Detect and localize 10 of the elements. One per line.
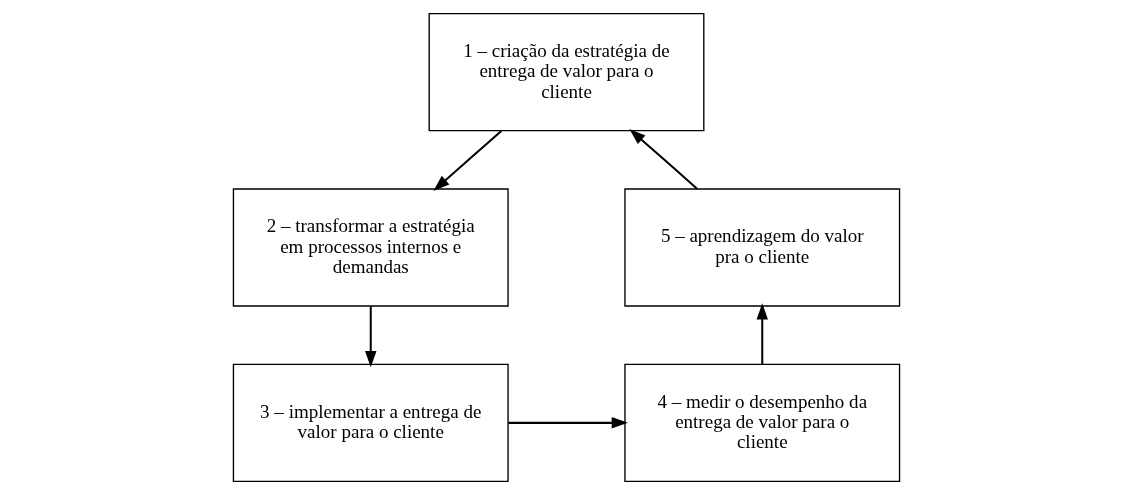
node-box: 5 – aprendizagem do valor pra o cliente [623, 188, 900, 307]
arrow [628, 128, 698, 190]
arrow [507, 417, 628, 429]
arrow [364, 306, 376, 368]
node-box: 4 – medir o desempenho da entrega de valor para o cliente [623, 363, 900, 482]
node-box: 1 – criação da estratégia de entrega de valor para o cliente [428, 13, 704, 132]
node-box: 2 – transformar a estratégia em processos internos e demandas [232, 188, 509, 307]
arrow [756, 303, 768, 365]
arrow [432, 130, 502, 191]
node-box: 3 – implementar a entrega de valor para o cliente [232, 363, 509, 482]
